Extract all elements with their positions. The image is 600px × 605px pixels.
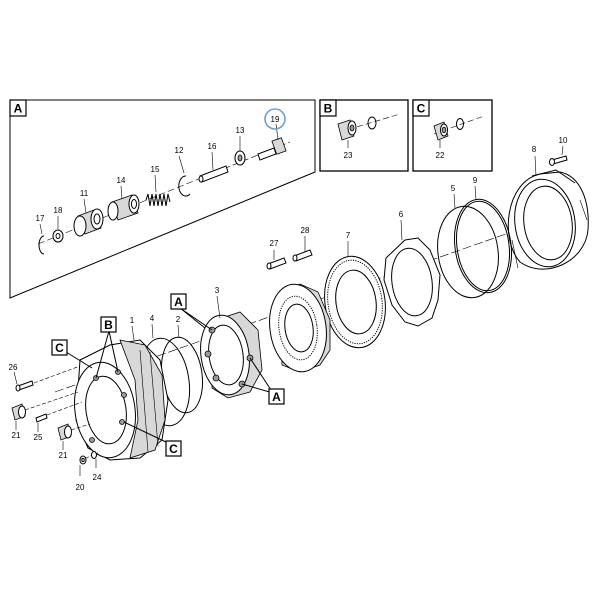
- label-part-23: 23: [344, 151, 353, 160]
- label-part-9: 9: [473, 176, 478, 185]
- label-part-7: 7: [346, 231, 351, 240]
- part-9-seal-ring: 9: [454, 176, 512, 294]
- svg-text:C: C: [55, 341, 64, 355]
- svg-text:A: A: [174, 295, 183, 309]
- part-8-cover: 8: [507, 145, 589, 270]
- part-21-plug-upper: 21: [11, 391, 79, 440]
- label-part-20: 20: [76, 483, 85, 492]
- label-part-19: 19: [271, 115, 280, 124]
- label-part-10: 10: [559, 136, 568, 145]
- label-part-3: 3: [215, 286, 220, 295]
- label-part-18: 18: [54, 206, 63, 215]
- part-20-washer: 20: [76, 451, 101, 492]
- label-part-12: 12: [175, 146, 184, 155]
- label-part-25: 25: [34, 433, 43, 442]
- part-22-plug: [433, 121, 449, 141]
- label-part-5: 5: [451, 184, 456, 193]
- part-14-sleeve: [107, 194, 140, 221]
- label-part-13: 13: [236, 126, 245, 135]
- label-part-2: 2: [176, 315, 181, 324]
- label-part-14: 14: [117, 176, 126, 185]
- detail-view-a: A: [9, 99, 316, 299]
- label-part-11: 11: [80, 189, 89, 198]
- part-18-washer: [52, 229, 64, 243]
- part-16-pin: [198, 165, 229, 183]
- part-3-piston: 3: [200, 286, 263, 399]
- label-part-22: 22: [436, 151, 445, 160]
- part-28-pin: 28: [292, 226, 313, 262]
- part-7-friction-disc: 7: [324, 231, 386, 349]
- label-part-28: 28: [301, 226, 310, 235]
- part-25-screw: 25: [34, 401, 83, 442]
- part-21-plug-lower: 21: [57, 423, 91, 460]
- callout-c-bottom: C: [123, 421, 182, 457]
- label-part-21-upper: 21: [12, 431, 21, 440]
- part-27-pin: 27: [266, 239, 287, 270]
- callout-b-main: B: [95, 316, 119, 379]
- part-26-screw: 26: [9, 363, 81, 392]
- highlight-ring: [264, 108, 286, 130]
- part-1-housing: 1: [74, 316, 169, 461]
- label-part-6: 6: [399, 210, 404, 219]
- label-part-1: 1: [130, 316, 135, 325]
- callout-c-left: C: [51, 339, 93, 369]
- label-part-16: 16: [208, 142, 217, 151]
- detail-c-letter: C: [417, 102, 426, 116]
- part-piston-hub: [269, 283, 331, 373]
- label-part-4: 4: [150, 314, 155, 323]
- label-part-17: 17: [36, 214, 45, 223]
- part-23-plug: [337, 119, 357, 141]
- svg-text:A: A: [272, 390, 281, 404]
- label-part-8: 8: [532, 145, 537, 154]
- detail-view-c: C 22: [412, 99, 493, 172]
- detail-a-letter: A: [14, 102, 23, 116]
- callout-a-top: A: [170, 293, 213, 331]
- label-part-21-lower: 21: [59, 451, 68, 460]
- label-part-24: 24: [93, 473, 102, 482]
- part-24-washer: 24: [91, 451, 102, 482]
- svg-text:C: C: [169, 442, 178, 456]
- detail-b-letter: B: [324, 102, 333, 116]
- part-12-snap-ring: [178, 175, 191, 197]
- part-17-ring: [38, 235, 45, 255]
- part-5-o-ring: 5: [437, 184, 499, 299]
- label-part-15: 15: [151, 165, 160, 174]
- detail-view-b: B 23: [319, 99, 409, 172]
- label-part-27: 27: [270, 239, 279, 248]
- callout-a-bottom: A: [241, 357, 285, 405]
- part-13-nut: [234, 150, 246, 166]
- part-6-plate: 6: [383, 210, 441, 327]
- part-10-screw: 10: [549, 136, 568, 166]
- part-19-bolt: [257, 137, 287, 161]
- label-part-26: 26: [9, 363, 18, 372]
- part-11-bushing: [73, 208, 104, 237]
- svg-text:B: B: [104, 318, 113, 332]
- part-15-spring: [145, 193, 171, 207]
